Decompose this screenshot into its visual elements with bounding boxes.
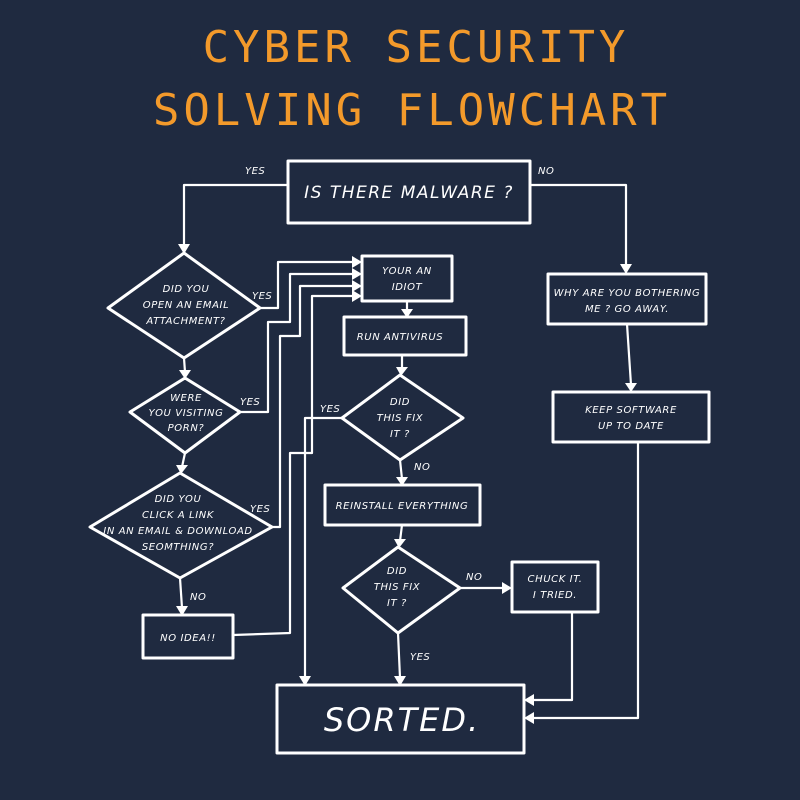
connector-link-yes (270, 284, 356, 529)
connector-fix2-yes (396, 631, 402, 680)
porn-line-1: WERE (170, 393, 202, 404)
fix1-line-2: THIS FIX (377, 413, 424, 424)
connector-keep-sorted (530, 440, 640, 720)
antivirus-box (342, 315, 468, 357)
bothering-box (546, 272, 708, 326)
edge-fix1-no: NO (414, 462, 430, 473)
connector-porn-no (180, 451, 187, 469)
no-idea-text: NO IDEA!! (160, 633, 216, 644)
connector-chuck-sorted (530, 610, 574, 702)
click-link-line-4: SEOMTHING? (142, 542, 214, 553)
edge-email-yes: YES (252, 291, 272, 302)
title-line-1: CYBER SECURITY (203, 22, 630, 73)
email-attachment-line-3: ATTACHMENT? (145, 316, 225, 327)
click-link-line-2: CLICK A LINK (142, 510, 215, 521)
arrowhead (176, 465, 188, 474)
idiot-box (360, 254, 454, 303)
arrowhead (625, 383, 637, 392)
connector-no-idea (231, 294, 356, 637)
antivirus-text: RUN ANTIVIRUS (357, 332, 444, 343)
arrowhead (502, 582, 512, 594)
connector-fix1-no (398, 458, 404, 481)
arrowhead (352, 268, 362, 280)
arrowhead (396, 477, 408, 486)
edge-link-no: NO (190, 592, 206, 603)
idiot-line-1: YOUR AN (382, 266, 432, 277)
edge-porn-yes: YES (240, 397, 260, 408)
arrowhead (394, 539, 406, 548)
connector-fix1-yes (303, 416, 344, 680)
arrowhead (524, 712, 534, 724)
arrowhead (178, 244, 190, 254)
arrowhead (179, 370, 191, 379)
click-link-line-1: DID YOU (155, 494, 202, 505)
connector-malware-no (528, 183, 628, 268)
chuck-it-box (510, 560, 600, 614)
malware-question-box (286, 159, 532, 225)
sorted-text: SORTED. (324, 701, 480, 739)
edge-fix2-yes: YES (410, 652, 430, 663)
keep-updated-line-2: UP TO DATE (598, 421, 664, 432)
connector-link-no (178, 576, 184, 610)
arrowhead (352, 290, 362, 302)
porn-line-2: YOU VISITING (149, 408, 224, 419)
arrowhead (176, 606, 188, 616)
arrowhead (352, 280, 362, 292)
no-idea-box (141, 613, 235, 660)
edge-link-yes: YES (250, 504, 270, 515)
fix1-line-3: IT ? (390, 429, 410, 440)
edge-fix1-yes: YES (320, 404, 340, 415)
edge-malware-no: NO (538, 166, 554, 177)
chuck-it-line-2: I TRIED. (533, 590, 577, 601)
arrowhead (401, 309, 413, 318)
connector-porn-yes (238, 272, 356, 414)
connector-reinstall-fix2 (398, 523, 404, 543)
email-attachment-line-1: DID YOU (163, 284, 210, 295)
edge-malware-yes: YES (245, 166, 265, 177)
keep-updated-box (551, 390, 711, 444)
bothering-line-1: WHY ARE YOU BOTHERING (554, 288, 701, 299)
title-line-2: SOLVING FLOWCHART (153, 85, 671, 136)
connector-email-no (182, 356, 187, 374)
click-link-line-3: IN AN EMAIL & DOWNLOAD (103, 526, 252, 537)
fix2-line-3: IT ? (387, 598, 407, 609)
keep-updated-line-1: KEEP SOFTWARE (585, 405, 677, 416)
malware-question-text: IS THERE MALWARE ? (304, 183, 514, 203)
email-attachment-line-2: OPEN AN EMAIL (143, 300, 230, 311)
edge-fix2-no: NO (466, 572, 482, 583)
connector-bothering-keep (625, 322, 633, 387)
porn-line-3: PORN? (168, 423, 205, 434)
arrowhead (620, 264, 632, 274)
arrowhead (524, 694, 534, 706)
fix2-line-1: DID (387, 566, 407, 577)
chuck-it-line-1: CHUCK IT. (528, 574, 583, 585)
connector-malware-yes (182, 183, 290, 248)
connector-email-yes (258, 260, 356, 310)
arrowhead (299, 676, 311, 686)
arrowhead (394, 676, 406, 686)
bothering-line-2: ME ? GO AWAY. (585, 304, 669, 315)
reinstall-text: REINSTALL EVERYTHING (336, 501, 469, 512)
arrowhead (352, 256, 362, 268)
idiot-line-2: IDIOT (392, 282, 423, 293)
fix1-line-1: DID (390, 397, 410, 408)
arrowhead (396, 367, 408, 376)
fix2-line-2: THIS FIX (374, 582, 421, 593)
